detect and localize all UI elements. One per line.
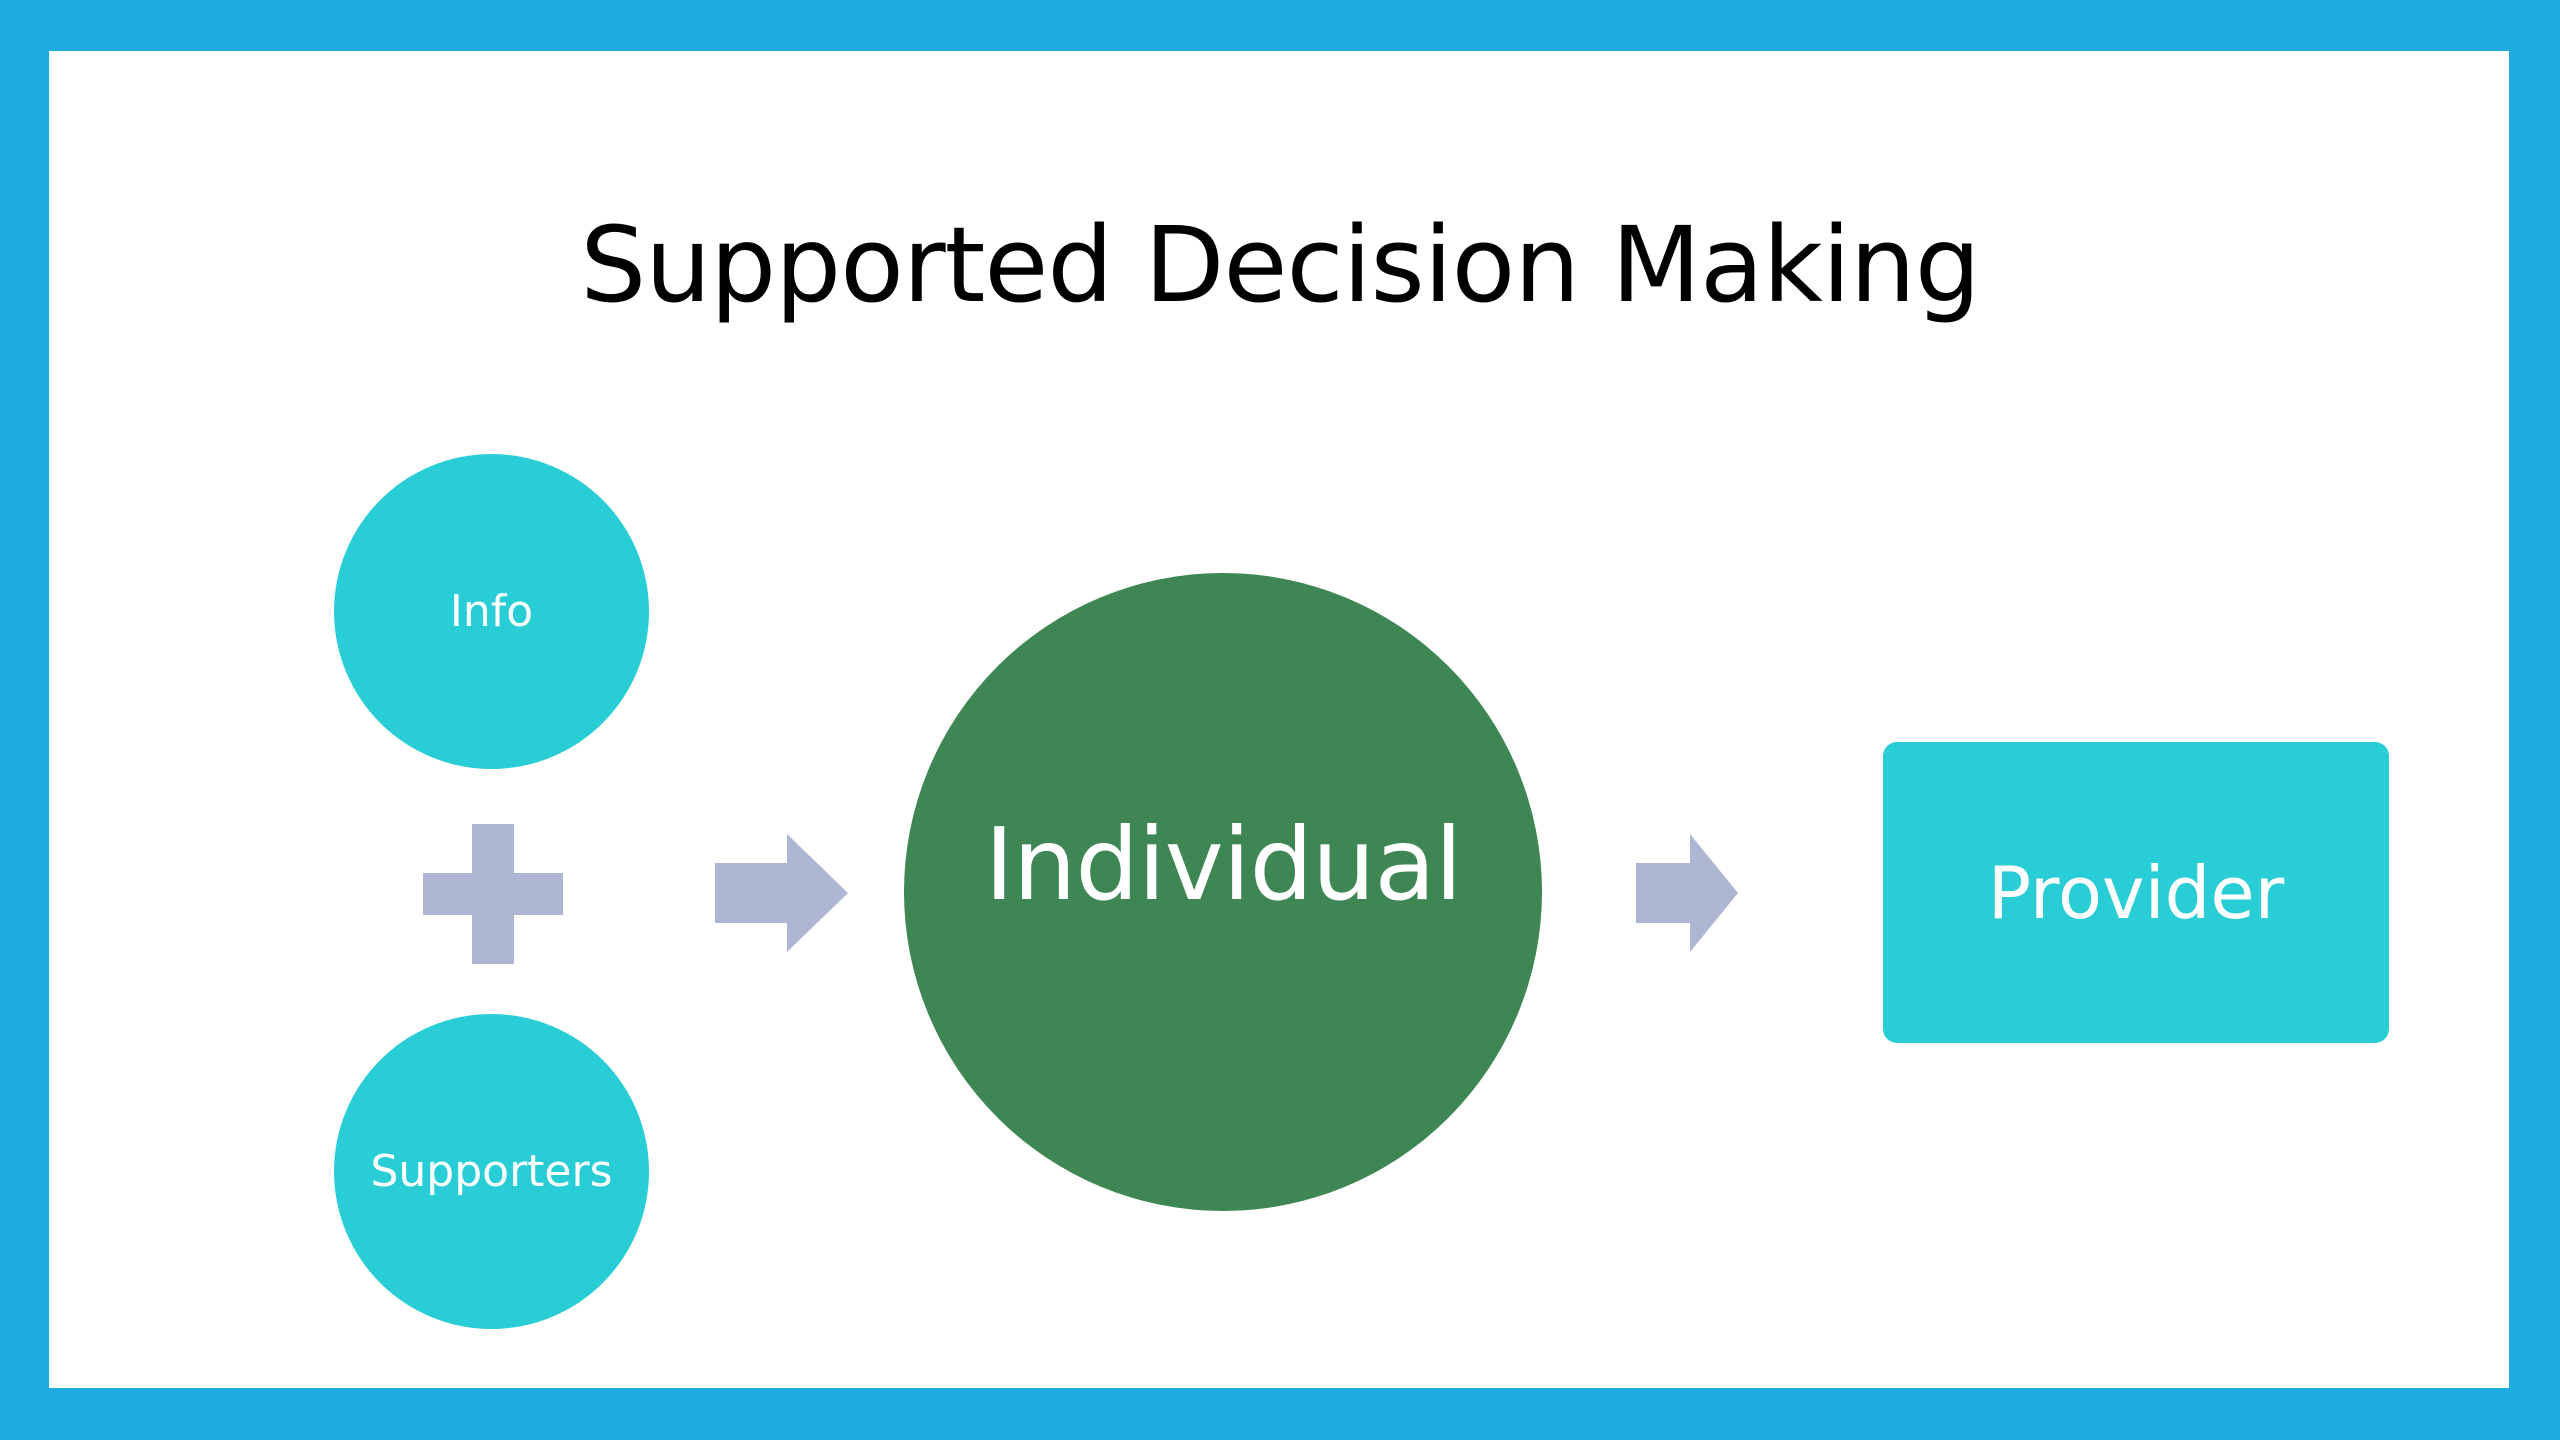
info-circle: Info xyxy=(334,454,649,769)
supporters-label: Supporters xyxy=(370,1146,613,1197)
individual-circle: Individual xyxy=(904,573,1542,1211)
arrow-right-icon xyxy=(1636,834,1738,952)
provider-box: Provider xyxy=(1883,742,2389,1043)
individual-label: Individual xyxy=(984,805,1462,923)
info-label: Info xyxy=(449,586,534,637)
supporters-circle: Supporters xyxy=(334,1014,649,1329)
provider-label: Provider xyxy=(1987,850,2285,935)
plus-icon xyxy=(423,824,563,964)
slide-title: Supported Decision Making xyxy=(580,204,1981,326)
arrow-right-icon xyxy=(715,834,848,952)
